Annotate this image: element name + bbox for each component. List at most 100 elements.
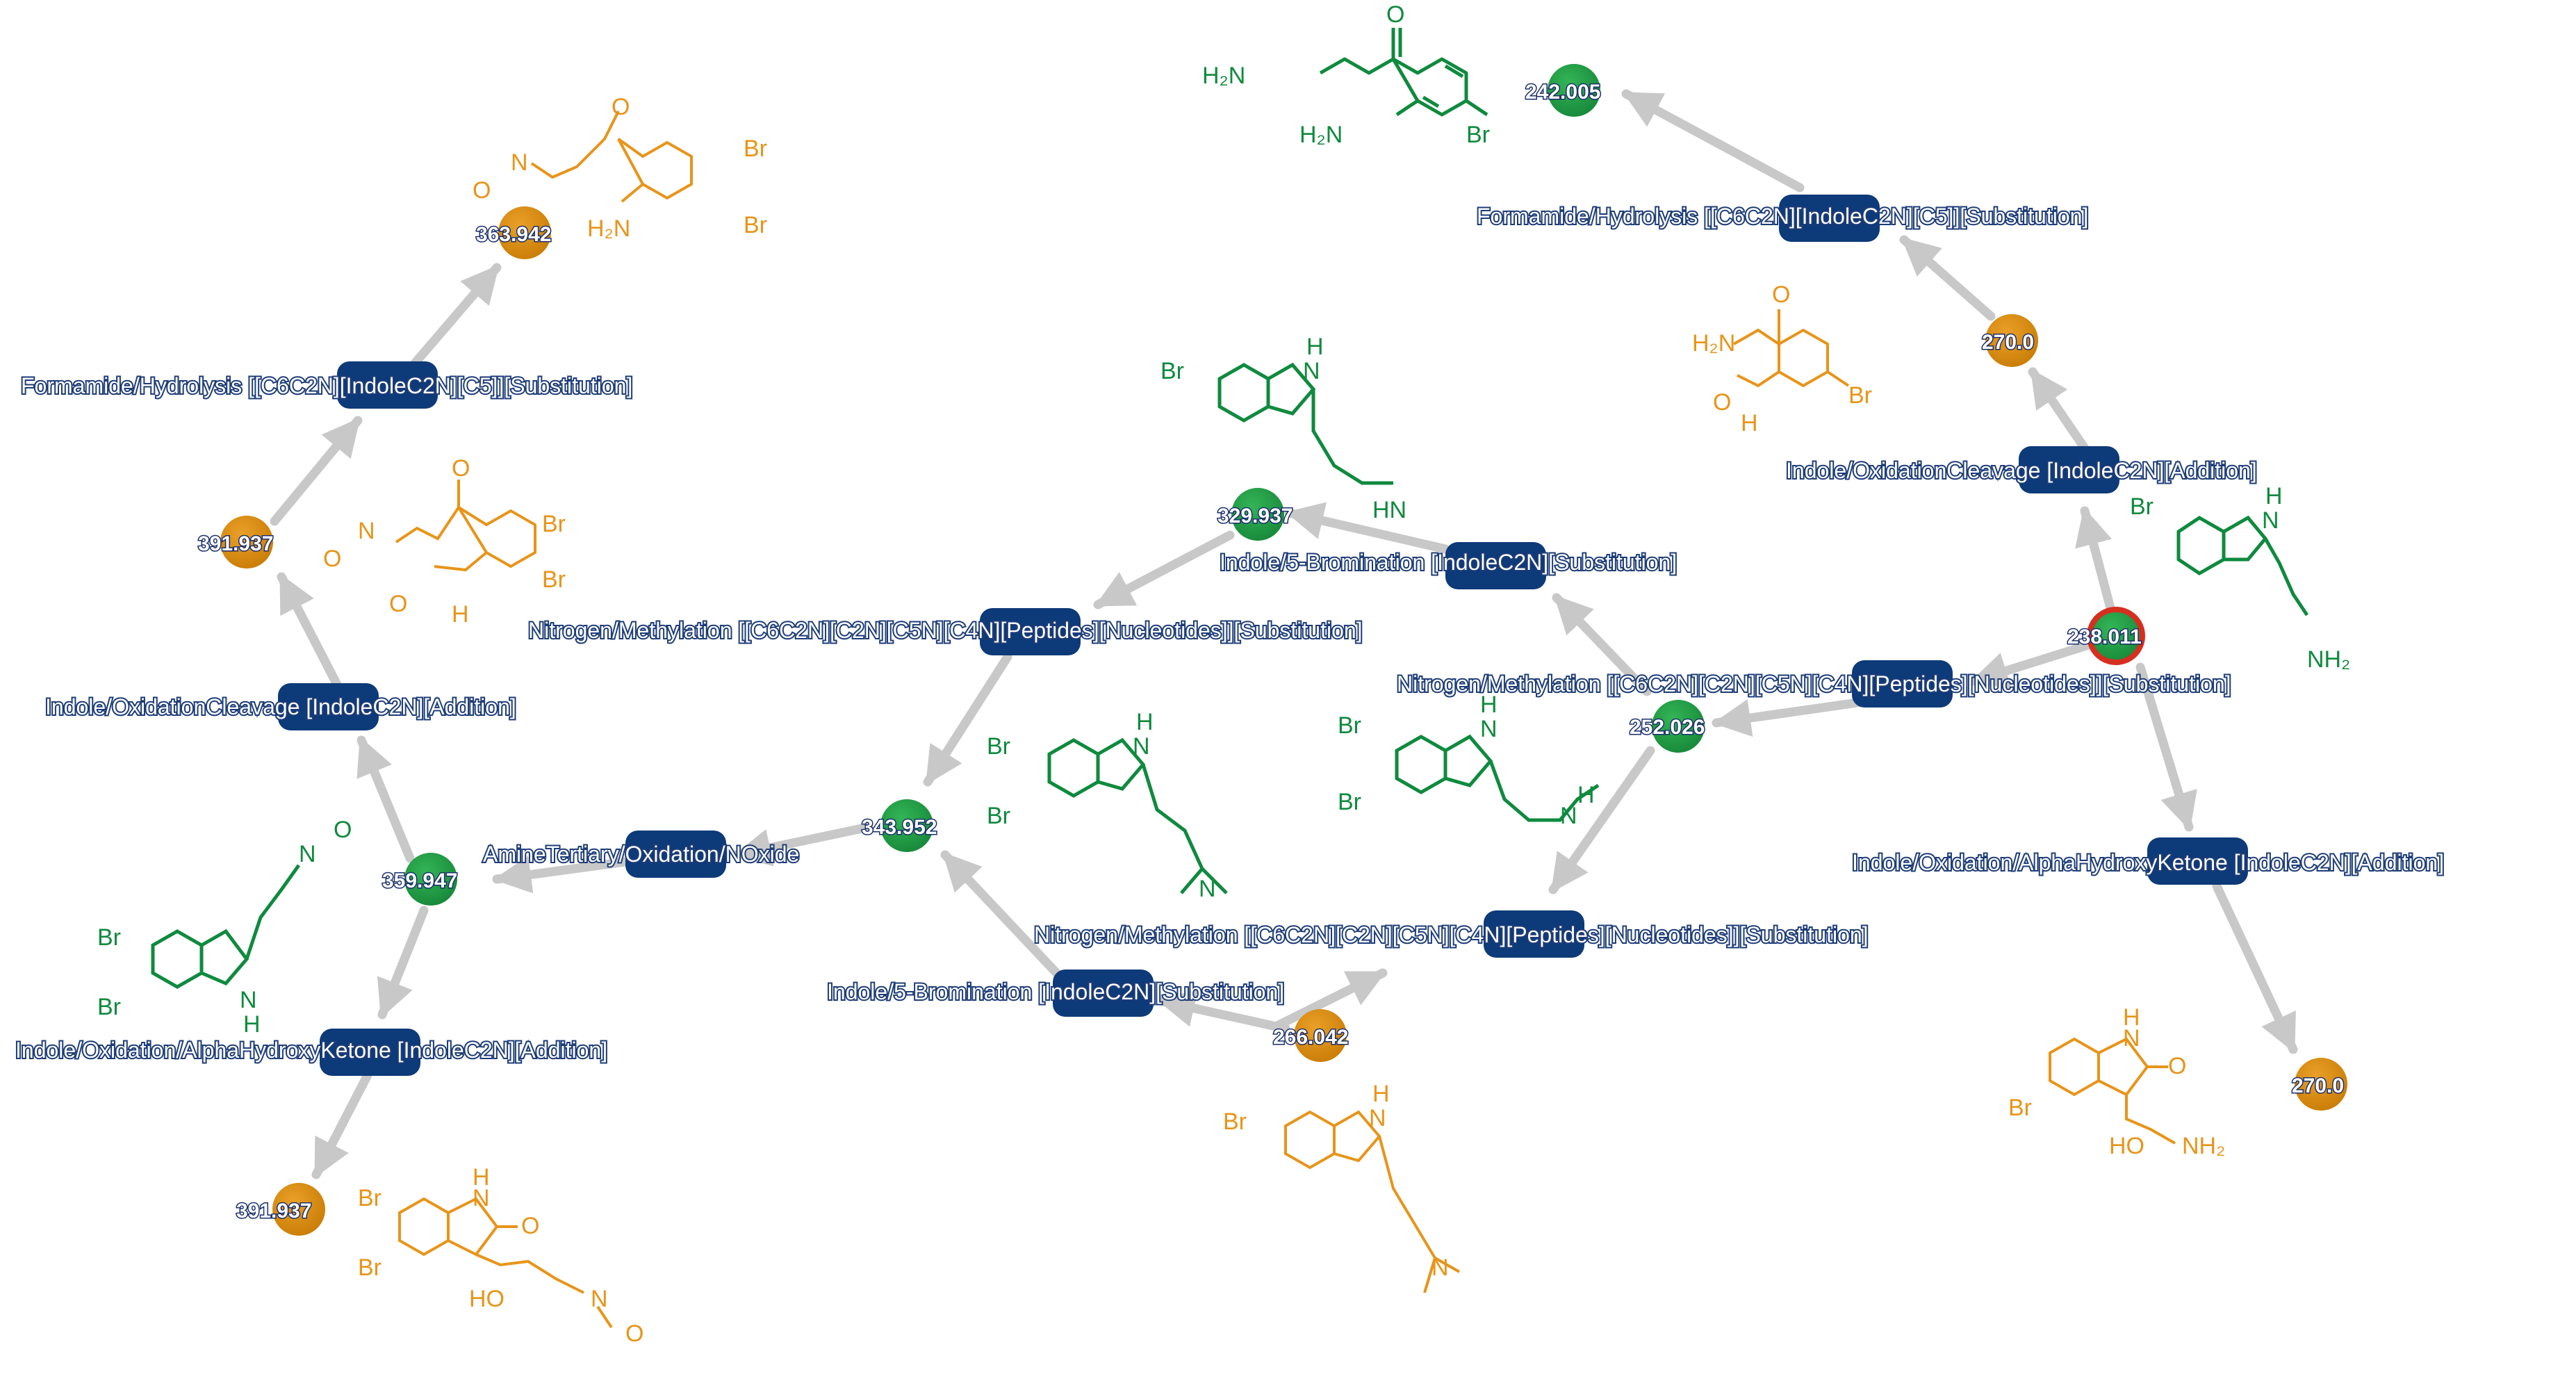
atom: N [2123, 1025, 2140, 1052]
edge [492, 856, 630, 894]
molecule-238-atoms: Br H N NH₂ [2130, 483, 2350, 673]
reaction-box[interactable] [278, 683, 379, 730]
reaction-box[interactable] [1484, 910, 1584, 958]
atom: HO [2109, 1133, 2144, 1159]
node-label: 270.0 [2292, 1074, 2344, 1097]
atom: N [591, 1286, 608, 1312]
node[interactable] [1985, 314, 2038, 367]
edge [270, 416, 363, 526]
node[interactable] [1294, 1009, 1347, 1062]
molecule-363-atoms: O N O Br Br H₂N [473, 94, 767, 242]
atom: N [2262, 507, 2279, 534]
molecule-359 [151, 864, 301, 989]
reaction-box[interactable] [980, 608, 1081, 655]
atom: O [334, 817, 352, 843]
node-label: 391.937 [236, 1200, 311, 1222]
atom: H [473, 1164, 490, 1191]
reaction-label: Indole/OxidationCleavage [IndoleC2N][Add… [1786, 458, 2257, 483]
atom: Br [1848, 382, 1872, 409]
edge [377, 906, 429, 1020]
edge [409, 263, 502, 370]
atom: H [1480, 692, 1498, 718]
atom: H₂N [1692, 330, 1735, 357]
reaction-label: Indole/Oxidation/AlphaHydroxyKetone [Ind… [1852, 850, 2444, 875]
node[interactable] [404, 853, 457, 906]
atom: Br [1466, 122, 1490, 148]
edge [1712, 697, 1867, 737]
atom: HN [1372, 497, 1406, 523]
node-label: 266.042 [1273, 1026, 1348, 1049]
molecule-391-oxindole [398, 1197, 613, 1329]
node[interactable] [2295, 1058, 2347, 1111]
edge [277, 572, 342, 689]
node[interactable] [1231, 488, 1284, 541]
atom: H [2123, 1004, 2140, 1031]
molecule-343 [1047, 737, 1228, 894]
atom: NH₂ [2182, 1133, 2225, 1159]
atom: O [625, 1320, 643, 1347]
atom: Br [97, 994, 121, 1020]
reaction-box[interactable] [625, 831, 726, 878]
edge [311, 1069, 373, 1179]
node[interactable] [272, 1183, 325, 1236]
reaction-box[interactable] [1445, 542, 1546, 589]
atom: N [1369, 1105, 1386, 1131]
atom: H [1136, 709, 1154, 735]
atom: H [1577, 782, 1595, 808]
node[interactable] [1652, 700, 1705, 753]
atom: Br [358, 1185, 382, 1211]
reaction-box[interactable] [1852, 660, 1953, 708]
edge [1621, 89, 1805, 193]
reaction-box[interactable] [1779, 195, 1880, 242]
reaction-box[interactable] [337, 361, 438, 409]
node[interactable] [880, 799, 933, 852]
node[interactable] [1548, 64, 1600, 117]
reactions: Formamide/Hydrolysis [[C6C2N][IndoleC2N]… [14, 195, 2445, 1076]
atom: Br [542, 511, 566, 537]
molecule-252-atoms: Br Br H N N H [1338, 692, 1595, 829]
reaction-label: AmineTertiary/Oxidation/NOxide [483, 842, 799, 867]
atom: HO [469, 1286, 504, 1312]
node-label: 270.0 [1982, 331, 2034, 354]
node-label: 359.947 [382, 869, 457, 892]
atom: Br [542, 566, 566, 593]
atom: H₂N [587, 215, 630, 242]
edge [1156, 990, 1290, 1033]
atom: H₂N [1202, 63, 1245, 89]
molecule-266-atoms: Br H N N [1223, 1081, 1449, 1281]
atom: Br [987, 803, 1010, 829]
edge [356, 735, 415, 863]
reaction-box[interactable] [2019, 446, 2119, 493]
molecule-252 [1395, 734, 1600, 822]
edge [2212, 881, 2298, 1054]
node-root[interactable] [2087, 607, 2145, 665]
atom: N [358, 518, 375, 544]
reaction-box[interactable] [1053, 970, 1154, 1017]
atom: Br [2008, 1095, 2032, 1121]
atom: N [1199, 876, 1216, 902]
atom: H [1741, 410, 1758, 436]
molecule-363 [530, 111, 693, 203]
edge [1548, 746, 1655, 894]
reaction-label: Nitrogen/Methylation [[C6C2N][C2N][C5N][… [1034, 922, 1869, 947]
atom: Br [97, 924, 121, 951]
atom: Br [987, 733, 1010, 760]
reaction-label: Formamide/Hydrolysis [[C6C2N][IndoleC2N]… [21, 373, 632, 398]
edge [1899, 235, 1996, 321]
node[interactable] [220, 516, 273, 569]
molecule-238 [2176, 515, 2309, 616]
atom: N [1133, 733, 1150, 760]
edge [940, 850, 1065, 981]
atom: N [1560, 803, 1577, 829]
edge [1284, 502, 1450, 554]
molecule-391-oxindole-atoms: Br Br H N O HO N O [358, 1164, 643, 1347]
reaction-box[interactable] [2147, 837, 2248, 885]
atom: N [473, 1185, 490, 1211]
atom: H [1306, 334, 1324, 360]
edge [732, 822, 873, 867]
reaction-box[interactable] [320, 1029, 420, 1076]
atom: O [389, 591, 407, 617]
atom: Br [1338, 712, 1361, 739]
node[interactable] [498, 206, 551, 259]
